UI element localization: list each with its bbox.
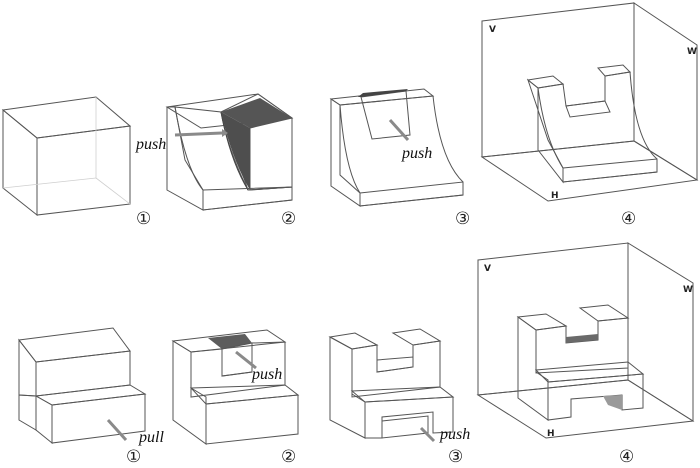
bottom-w-plane-label: W (683, 285, 693, 295)
top-step-2-model (165, 93, 294, 211)
v-plane (477, 242, 629, 396)
bottom-step-1-number: ① (126, 447, 141, 467)
top-step-3-operation: push (401, 145, 432, 162)
top-v-plane-label: V (489, 25, 496, 35)
bottom-step-4-number: ④ (619, 447, 634, 467)
h-plane (476, 379, 695, 439)
w-plane (633, 2, 698, 181)
bottom-v-plane-label: V (484, 264, 491, 274)
top-step-2-operation: push (135, 136, 166, 153)
bottom-step-1-model (18, 327, 147, 445)
bottom-step-2-model (171, 329, 300, 445)
top-w-plane-label: W (687, 47, 697, 57)
top-step-4-number: ④ (621, 209, 636, 229)
bottom-step-2-operation: push (251, 366, 282, 383)
top-h-plane-label: H (551, 191, 559, 201)
bottom-step-3-number: ③ (448, 447, 463, 467)
h-plane (480, 140, 699, 202)
bottom-step-1-operation: pull (138, 429, 164, 446)
top-step-1-cube (1, 96, 132, 217)
w-plane (627, 242, 694, 422)
bottom-step-4-projection (476, 242, 695, 439)
top-step-2-number: ② (281, 209, 296, 229)
v-plane (481, 2, 635, 158)
bottom-h-plane-label: H (547, 429, 555, 439)
top-step-3-number: ③ (455, 209, 470, 229)
bottom-step-3-model (328, 328, 455, 443)
top-step-4-projection (480, 2, 699, 202)
bottom-step-2-number: ② (281, 447, 296, 467)
top-step-1-number: ① (136, 209, 151, 229)
bottom-step-3-operation: push (439, 426, 470, 443)
top-step-3-model (329, 88, 464, 207)
